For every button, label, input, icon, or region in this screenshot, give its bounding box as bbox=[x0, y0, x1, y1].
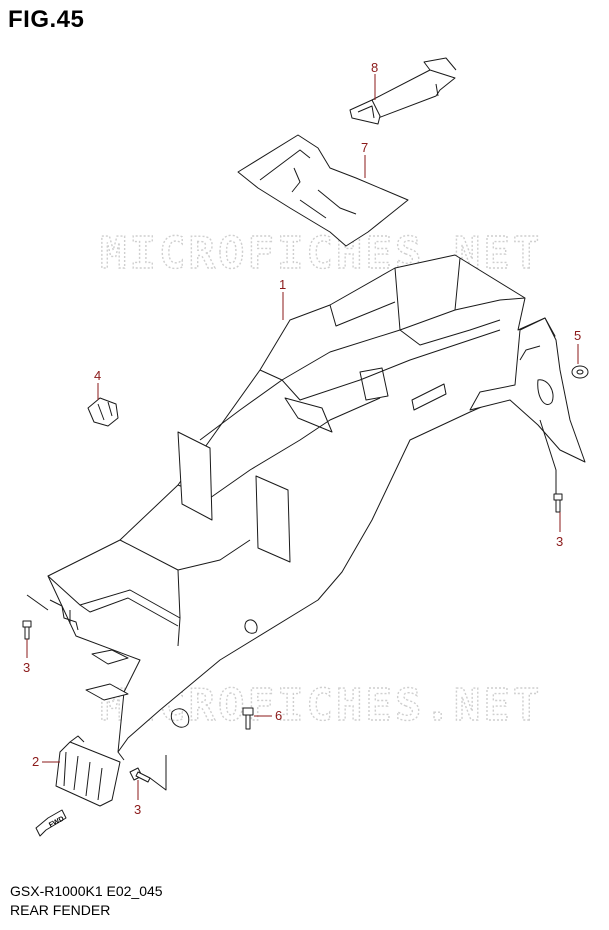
callout-8: 8 bbox=[371, 60, 378, 75]
part-7-bag[interactable] bbox=[237, 134, 409, 247]
forward-arrow: FWD bbox=[35, 809, 67, 837]
part-8-strap[interactable] bbox=[349, 57, 457, 125]
section-name: REAR FENDER bbox=[10, 902, 111, 918]
reference-line-right bbox=[539, 419, 557, 494]
callout-6: 6 bbox=[275, 708, 282, 723]
part-4-clamp[interactable] bbox=[87, 397, 119, 427]
callout-5: 5 bbox=[574, 328, 581, 343]
part-5-washer[interactable] bbox=[571, 365, 589, 379]
callout-3-right: 3 bbox=[556, 534, 563, 549]
callout-2: 2 bbox=[32, 754, 39, 769]
part-2-bracket[interactable] bbox=[55, 735, 121, 807]
figure-title: FIG.45 bbox=[8, 6, 85, 33]
callout-3-left: 3 bbox=[23, 660, 30, 675]
reference-line-bottom bbox=[149, 755, 167, 791]
reference-line-left bbox=[26, 594, 49, 611]
part-6-bolt[interactable] bbox=[242, 707, 254, 730]
callout-7: 7 bbox=[361, 140, 368, 155]
part-3-bolt-left[interactable] bbox=[22, 620, 32, 640]
model-code: GSX-R1000K1 E02_045 bbox=[10, 883, 163, 899]
part-1-rear-fender[interactable] bbox=[47, 254, 586, 761]
callout-4: 4 bbox=[94, 368, 101, 383]
callout-3-bottom: 3 bbox=[134, 802, 141, 817]
callout-1: 1 bbox=[279, 277, 286, 292]
part-3-bolt-bottom[interactable] bbox=[129, 767, 151, 783]
part-3-bolt-right[interactable] bbox=[553, 493, 563, 513]
